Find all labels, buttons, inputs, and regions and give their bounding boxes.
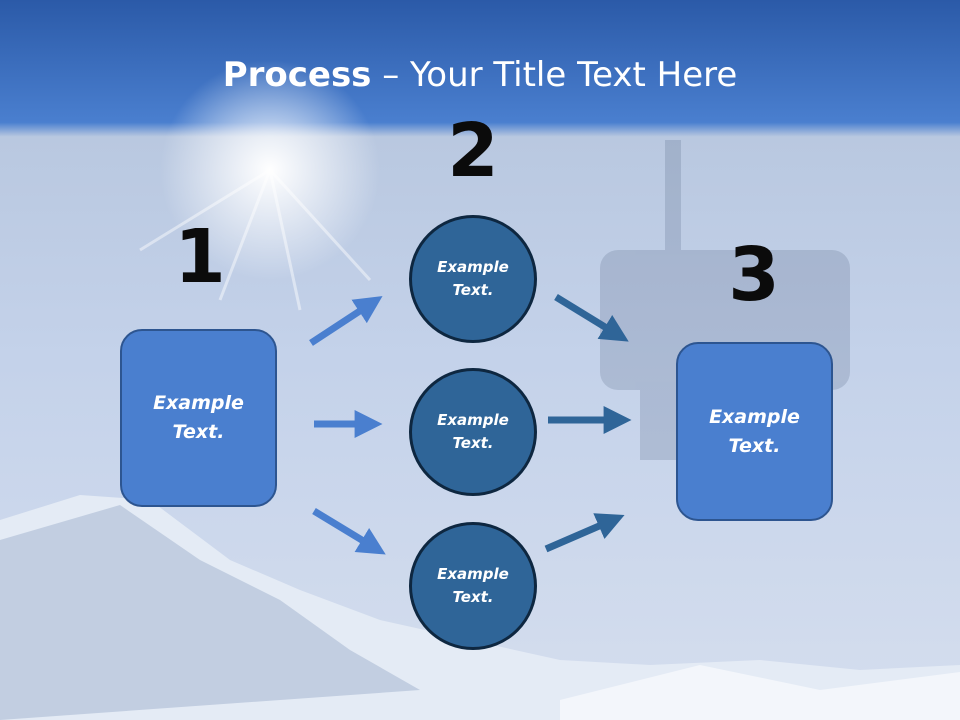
start-box-line2: Text.: [172, 421, 225, 443]
arrow-from-bottom-circle: [544, 513, 625, 553]
end-box-line2: Text.: [728, 434, 781, 457]
start-box-line1: Example: [153, 392, 244, 414]
bottom-circle-text: Example Text.: [437, 563, 509, 609]
top-circle-text: Example Text.: [437, 256, 509, 302]
title-rest: – Your Title Text Here: [371, 55, 738, 95]
bottom-circle: Example Text.: [409, 522, 537, 650]
step-number-3: 3: [728, 232, 780, 318]
step-number-2: 2: [447, 108, 499, 194]
start-box-text: Example Text.: [153, 389, 244, 447]
end-box-text: Example Text.: [709, 403, 800, 461]
end-box-line1: Example: [709, 405, 800, 428]
middle-circle-text: Example Text.: [437, 409, 509, 455]
start-box: Example Text.: [120, 329, 277, 507]
slide-title: Process – Your Title Text Here: [0, 50, 960, 100]
step-number-1: 1: [174, 214, 226, 300]
bottom-circle-line1: Example: [437, 565, 509, 583]
top-circle-line2: Text.: [452, 281, 494, 299]
arrow-to-top-circle: [309, 296, 383, 346]
title-bold: Process: [222, 55, 372, 95]
top-circle-line1: Example: [437, 258, 509, 276]
arrow-to-bottom-circle: [312, 508, 386, 555]
end-box: Example Text.: [676, 342, 833, 521]
middle-circle-line1: Example: [437, 411, 509, 429]
top-circle: Example Text.: [409, 215, 537, 343]
bottom-circle-line2: Text.: [452, 588, 494, 606]
middle-circle: Example Text.: [409, 368, 537, 496]
arrow-from-top-circle: [554, 294, 629, 342]
middle-circle-line2: Text.: [452, 434, 494, 452]
